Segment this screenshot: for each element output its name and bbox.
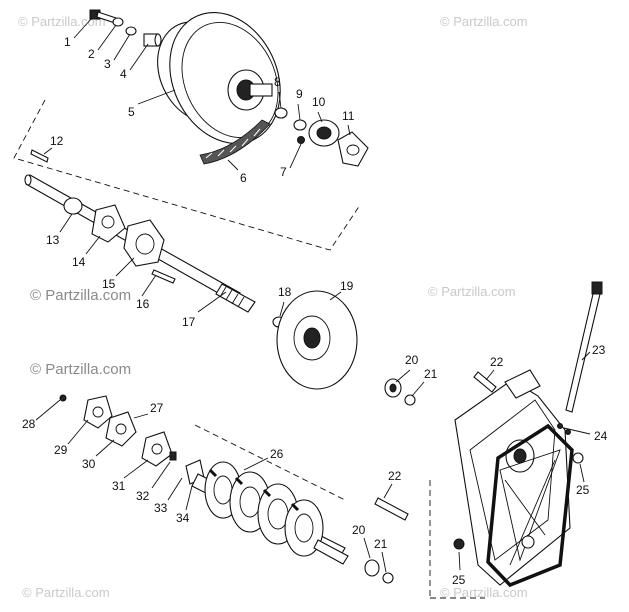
callout-label: 22 [490, 355, 504, 369]
bearing-flange [91, 204, 126, 243]
bearing-flange [337, 131, 369, 167]
callout-label: 25 [576, 483, 590, 497]
callout-label: 1 [64, 35, 71, 49]
screw [557, 423, 563, 429]
callout-label: 15 [102, 277, 116, 291]
callout-label: 18 [278, 285, 292, 299]
nut [453, 538, 465, 550]
watermark-faint: © Partzilla.com [18, 14, 106, 29]
callout-label: 8 [274, 75, 281, 89]
callout-label: 2 [88, 47, 95, 61]
grease-fitting [59, 394, 67, 402]
sprocket-hub [123, 219, 165, 267]
nut [572, 452, 584, 464]
callout-label: 14 [72, 255, 86, 269]
callout-label: 21 [424, 367, 438, 381]
callout-label: 29 [54, 443, 68, 457]
callout-label: 11 [342, 109, 355, 123]
callout-label: 20 [352, 523, 366, 537]
callout-label: 22 [388, 469, 402, 483]
callout-label: 27 [150, 401, 164, 415]
washer [125, 26, 137, 36]
chaincase-cover [486, 423, 574, 588]
callout-label: 19 [340, 279, 354, 293]
callout-label: 34 [176, 511, 190, 525]
callout-label: 5 [128, 105, 135, 119]
bearing [63, 197, 83, 215]
callout-label: 20 [405, 353, 419, 367]
callout-labels: 1 2 3 4 5 6 7 8 9 10 11 12 13 14 15 16 1… [22, 35, 608, 587]
bearing [308, 119, 340, 147]
screw [565, 429, 571, 435]
group-frame-upper [13, 99, 361, 251]
bearing [364, 559, 380, 577]
callout-label: 31 [112, 479, 126, 493]
callout-label: 10 [312, 95, 326, 109]
key [30, 149, 49, 163]
callout-label: 32 [136, 489, 150, 503]
callout-label: 12 [50, 134, 64, 148]
dipstick [565, 281, 603, 413]
watermark-faint-group: © Partzilla.com © Partzilla.com © Partzi… [18, 14, 528, 600]
callout-label: 7 [280, 165, 287, 179]
callout-label: 3 [104, 57, 111, 71]
brake-disc [276, 290, 358, 390]
washer [293, 119, 307, 131]
group-frame-lower-right [429, 480, 485, 599]
bearing-flange [141, 431, 173, 467]
callout-label: 9 [296, 87, 303, 101]
callout-label: 23 [592, 343, 606, 357]
pin [151, 269, 176, 284]
watermark-primary: © Partzilla.com [30, 361, 131, 378]
callout-label: 30 [82, 457, 96, 471]
watermark-faint: © Partzilla.com [440, 585, 528, 600]
callout-label: 26 [270, 447, 284, 461]
callout-label: 24 [594, 429, 608, 443]
callout-label: 25 [452, 573, 466, 587]
o-ring [404, 394, 416, 406]
chaincase-housing [454, 369, 571, 586]
callout-label: 17 [182, 315, 196, 329]
callout-label: 13 [46, 233, 60, 247]
bearing-flange [83, 395, 113, 429]
bolt [473, 371, 497, 393]
washer [112, 17, 124, 27]
o-ring [382, 572, 394, 584]
track-driveshaft [191, 461, 349, 565]
callout-label: 28 [22, 417, 36, 431]
leader-lines [35, 17, 591, 573]
watermark-faint: © Partzilla.com [22, 585, 110, 600]
watermark-faint: © Partzilla.com [440, 14, 528, 29]
driven-pulley [157, 12, 281, 144]
callout-label: 16 [136, 297, 150, 311]
bearing-flange [105, 411, 137, 447]
spacer [143, 33, 162, 47]
callout-label: 6 [240, 171, 247, 185]
group-frame-lower [194, 424, 346, 501]
drive-chain [199, 119, 271, 165]
fitting [169, 451, 177, 461]
callout-label: 33 [154, 501, 168, 515]
watermark-faint: © Partzilla.com [428, 284, 516, 299]
nut [297, 136, 305, 144]
callout-label: 21 [374, 537, 388, 551]
watermark-primary: © Partzilla.com [30, 287, 131, 304]
callout-label: 4 [120, 67, 127, 81]
washer [274, 107, 288, 119]
bolt [374, 497, 409, 521]
